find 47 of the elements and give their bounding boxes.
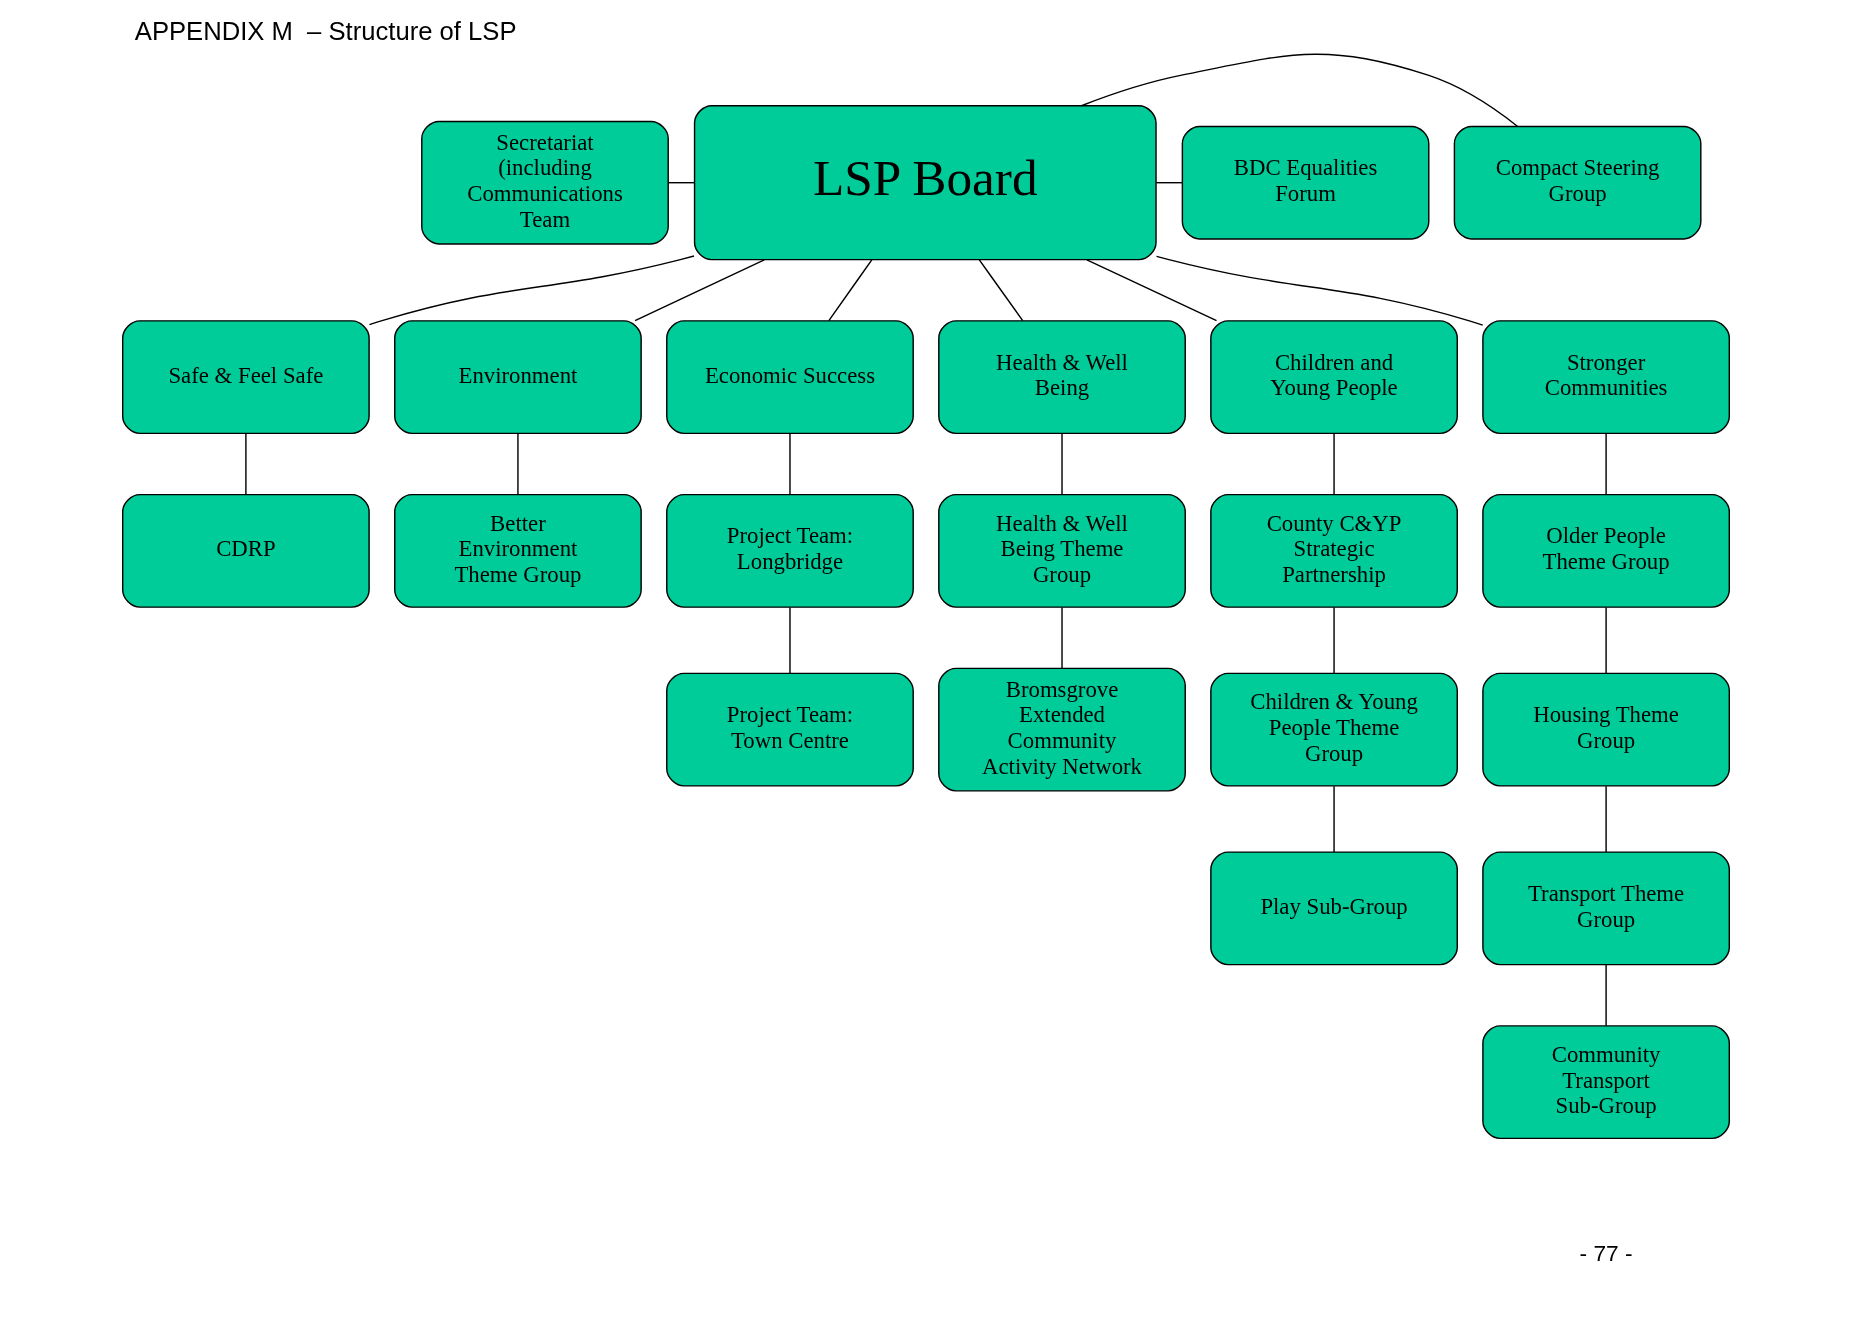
- node-box: Project Team: Longbridge: [665, 493, 914, 608]
- node-box: Bromsgrove Extended Community Activity Network: [937, 667, 1186, 792]
- node-box: Housing Theme Group: [1481, 672, 1730, 787]
- connector: [978, 259, 1023, 322]
- node-box: Health & Well Being Theme Group: [937, 493, 1186, 608]
- node-box: County C&YP Strategic Partnership: [1209, 493, 1458, 608]
- connector: [1085, 259, 1217, 322]
- label: - 77 -: [1579, 1240, 1633, 1267]
- connector: [368, 255, 695, 326]
- node-box: Economic Success: [665, 320, 914, 435]
- connector: [1060, 606, 1063, 670]
- connector: [1604, 785, 1607, 853]
- node-box: Safe & Feel Safe: [121, 320, 370, 435]
- connector: [1332, 785, 1335, 853]
- node-box: Better Environment Theme Group: [393, 493, 642, 608]
- node-box: Children & Young People Theme Group: [1209, 672, 1458, 787]
- connector: [1155, 182, 1183, 184]
- node-box: Older People Theme Group: [1481, 493, 1730, 608]
- node-box: Play Sub-Group: [1209, 851, 1458, 966]
- connector: [1332, 432, 1335, 496]
- node-box: LSP Board: [693, 105, 1157, 261]
- node-box: Environment: [393, 320, 642, 435]
- connector: [1604, 432, 1607, 496]
- connector: [1060, 432, 1063, 496]
- connector: [516, 432, 519, 496]
- node-box: BDC Equalities Forum: [1181, 125, 1429, 240]
- connector: [1604, 606, 1607, 674]
- connector: [1604, 964, 1607, 1027]
- connector: [1080, 53, 1518, 127]
- connector: [788, 432, 791, 496]
- node-box: Stronger Communities: [1481, 320, 1730, 435]
- connector: [244, 432, 247, 496]
- node-box: Health & Well Being: [937, 320, 1186, 435]
- connector: [633, 259, 765, 322]
- diagram-title: APPENDIX M – Structure of LSP: [134, 17, 516, 46]
- node-box: Community Transport Sub-Group: [1481, 1025, 1730, 1140]
- connector: [1155, 255, 1483, 326]
- node-box: Project Team: Town Centre: [665, 672, 914, 787]
- node-box: Children and Young People: [1209, 320, 1458, 435]
- node-box: CDRP: [121, 493, 370, 608]
- node-box: Transport Theme Group: [1481, 851, 1730, 966]
- node-box: Compact Steering Group: [1453, 125, 1702, 240]
- connector: [1332, 606, 1335, 674]
- connector: [667, 182, 695, 184]
- node-box: Secretariat (including Communications Team: [420, 120, 669, 245]
- connector: [827, 259, 872, 322]
- connector: [788, 606, 791, 674]
